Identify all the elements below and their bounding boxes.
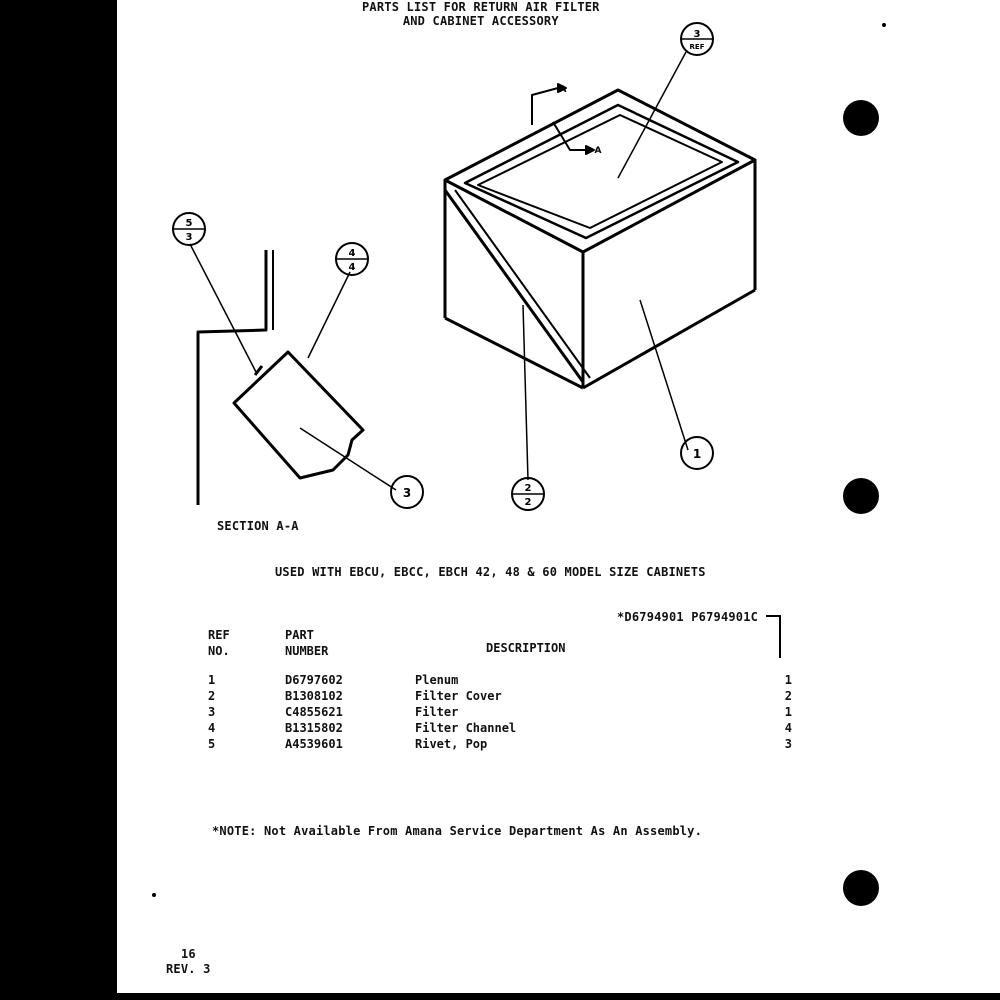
model-column-bracket: [766, 615, 781, 658]
callout-3-ref-sub: REF: [690, 43, 705, 51]
section-label: SECTION A-A: [217, 519, 299, 533]
scan-left-border: [0, 0, 117, 1000]
scan-speck: [152, 893, 156, 897]
title-line-2: AND CABINET ACCESSORY: [402, 14, 559, 28]
section-a-a-detail: [196, 250, 365, 505]
table-row-qty: 4: [784, 721, 792, 735]
header-part-number: PART NUMBER: [285, 628, 329, 658]
section-arrow-label-top: A: [560, 85, 567, 95]
table-row-ref: 2: [208, 689, 216, 703]
table-row-ref: 1: [208, 673, 216, 687]
callout-1-number: 1: [693, 447, 701, 461]
table-row-qty: 1: [784, 673, 792, 687]
callout-2-number: 2: [525, 483, 532, 494]
callout-5-sub: 3: [186, 232, 193, 243]
punch-hole-top: [843, 100, 879, 136]
plenum-box: [443, 88, 757, 390]
table-ref-column: 1 2 3 4 5: [208, 672, 215, 752]
document-title: PARTS LIST FOR RETURN AIR FILTER AND CAB…: [362, 0, 600, 28]
table-row-ref: 5: [208, 737, 216, 751]
title-line-1: PARTS LIST FOR RETURN AIR FILTER: [362, 0, 600, 14]
callout-2-sub: 2: [525, 497, 532, 508]
punch-hole-bottom: [843, 870, 879, 906]
scan-speck: [882, 23, 886, 27]
table-row-description: Filter Channel: [415, 721, 517, 735]
used-with-note: USED WITH EBCU, EBCC, EBCH 42, 48 & 60 M…: [275, 565, 706, 579]
table-description-column: Plenum Filter Cover Filter Filter Channe…: [415, 672, 516, 752]
callout-4-sub: 4: [349, 262, 356, 273]
table-row-part: B1315802: [285, 721, 343, 735]
table-row-qty: 1: [784, 705, 792, 719]
section-arrow-label-bottom: A: [595, 146, 602, 156]
section-arrows: [531, 83, 595, 155]
scan-bottom-border: [117, 993, 1000, 1000]
callout-4-number: 4: [349, 248, 356, 259]
exploded-view-diagram: 3 REF 1 2 2 5 3 4 4 3 A A: [172, 22, 757, 511]
table-row-ref: 4: [208, 721, 216, 735]
table-row-description: Filter Cover: [415, 689, 502, 703]
page-number: 16: [181, 947, 196, 961]
callout-5-number: 5: [186, 218, 193, 229]
table-row-part: C4855621: [285, 705, 343, 719]
table-row-qty: 3: [784, 737, 792, 751]
table-part-column: D6797602 B1308102 C4855621 B1315802 A453…: [285, 672, 343, 752]
header-description: DESCRIPTION: [486, 641, 566, 655]
table-row-description: Filter: [415, 705, 459, 719]
footnote: *NOTE: Not Available From Amana Service …: [212, 824, 703, 838]
punch-hole-middle: [843, 478, 879, 514]
callout-3-ref-number: 3: [694, 29, 701, 40]
table-row-ref: 3: [208, 705, 216, 719]
table-row-part: B1308102: [285, 689, 343, 703]
model-header: *D6794901 P6794901C: [617, 610, 759, 624]
table-qty-column: 1 2 1 4 3: [776, 672, 792, 752]
table-row-part: D6797602: [285, 673, 343, 687]
callout-3-number: 3: [403, 486, 411, 500]
table-row-description: Rivet, Pop: [415, 737, 488, 751]
callout-circle-3: [390, 475, 424, 509]
revision-label: REV. 3: [166, 962, 211, 976]
table-row-qty: 2: [784, 689, 792, 703]
header-ref-no: REF NO.: [208, 628, 230, 658]
table-row-part: A4539601: [285, 737, 343, 751]
leader-lines: [189, 51, 689, 491]
callout-circle-1: [680, 436, 714, 470]
table-row-description: Plenum: [415, 673, 459, 687]
